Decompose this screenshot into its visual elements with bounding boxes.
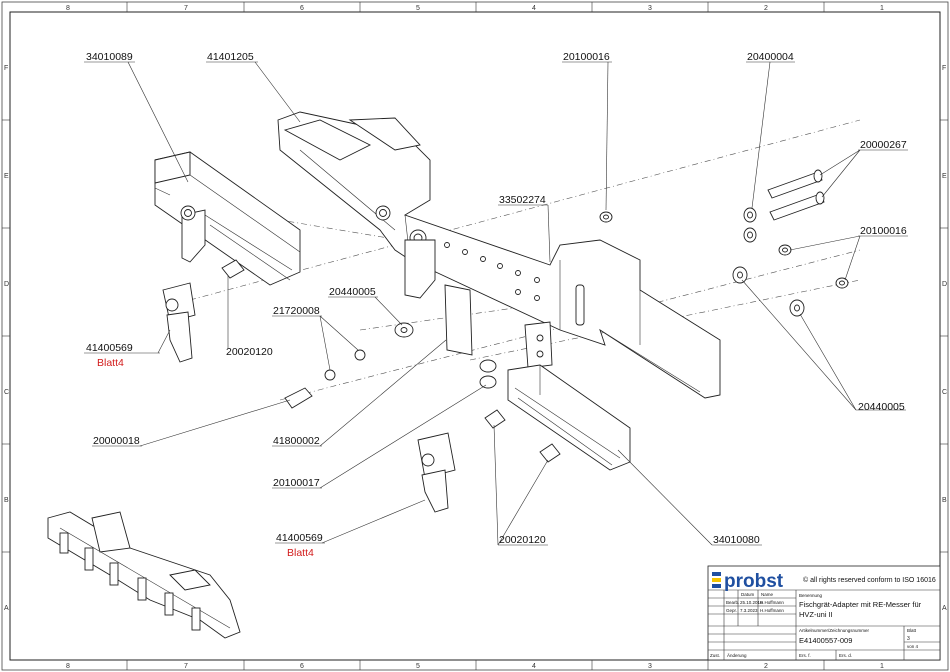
grid-row-label: A xyxy=(942,605,947,612)
row-bearb: Bearb. xyxy=(726,600,739,605)
copyright-notice: © all rights reserved conform to ISO 160… xyxy=(803,576,936,584)
gepr-name: H.Hoffmann xyxy=(760,608,784,613)
aenderung-label: Änderung xyxy=(727,652,747,658)
grid-col-label: 6 xyxy=(300,663,304,670)
parts-centre xyxy=(221,259,561,463)
main-bar-41401205 xyxy=(277,111,721,399)
grid-row-label: A xyxy=(4,605,9,612)
callout-sheet-ref: Blatt4 xyxy=(287,547,314,559)
probst-logo: probst xyxy=(724,571,784,592)
grid-col-label: 5 xyxy=(416,663,420,670)
row-gepr: Gepr. xyxy=(726,608,737,613)
ers-f-label: Ers. f. xyxy=(799,653,811,658)
grid-row-label: E xyxy=(942,173,947,180)
rail-34010080 xyxy=(507,364,631,471)
probst-logo-mark-blue xyxy=(712,572,721,576)
callout-41400569: 41400569 xyxy=(86,342,133,354)
grid-col-label: 7 xyxy=(184,663,188,670)
grid-col-label: 8 xyxy=(66,663,70,670)
ers-d-label: Ers. d. xyxy=(839,653,852,658)
grid-row-label: E xyxy=(4,173,9,180)
header-datum: Datum xyxy=(741,592,755,597)
assembly-thumbnail xyxy=(47,511,241,639)
zust-label: Zust. xyxy=(710,653,720,658)
bearb-date: 25.10.2016 xyxy=(740,600,763,605)
bearb-name: H.Hoffmann xyxy=(760,600,784,605)
grid-col-label: 2 xyxy=(764,5,768,12)
grid-col-label: 7 xyxy=(184,5,188,12)
drawing-title-line2: HVZ-uni II xyxy=(799,610,833,619)
callout-21720008: 21720008 xyxy=(273,305,320,317)
grid-row-label: B xyxy=(4,497,9,504)
probst-logo-mark-blue xyxy=(712,584,721,588)
grid-col-label: 1 xyxy=(880,663,884,670)
rail-34010089 xyxy=(154,151,301,286)
callout-20000267: 20000267 xyxy=(860,139,907,151)
callout-34010089: 34010089 xyxy=(86,51,133,63)
blatt-label: Blatt xyxy=(907,628,917,633)
grid-col-label: 4 xyxy=(532,5,536,12)
callout-20440005: 20440005 xyxy=(858,401,905,413)
callout-41800002: 41800002 xyxy=(273,435,320,447)
callout-20100016: 20100016 xyxy=(563,51,610,63)
sheet-total: von 4 xyxy=(907,644,919,649)
grid-rows: F E D C B A F E D C B A xyxy=(2,65,948,612)
callout-20100017: 20100017 xyxy=(273,477,320,489)
grid-col-label: 3 xyxy=(648,663,652,670)
callout-34010080: 34010080 xyxy=(713,534,760,546)
grid-col-label: 6 xyxy=(300,5,304,12)
benennung-label: Benennung xyxy=(799,593,823,598)
title-block: probst © all rights reserved conform to … xyxy=(707,565,941,661)
grid-columns-bottom: 8 7 6 5 4 3 2 1 xyxy=(66,660,884,670)
grid-row-label: F xyxy=(942,65,946,72)
grid-row-label: C xyxy=(4,389,9,396)
callouts: 34010089 41401205 20100016 20400004 2000… xyxy=(86,51,907,559)
drawing-title: Fischgrät-Adapter mit RE-Messer für xyxy=(799,600,922,609)
callout-20020120: 20020120 xyxy=(499,534,546,546)
gepr-date: 7.3.2023 xyxy=(740,608,758,613)
grid-col-label: 3 xyxy=(648,5,652,12)
grid-row-label: F xyxy=(4,65,8,72)
callout-20100016: 20100016 xyxy=(860,225,907,237)
grid-col-label: 2 xyxy=(764,663,768,670)
grid-col-label: 4 xyxy=(532,663,536,670)
probst-logo-mark-yellow xyxy=(712,578,721,582)
callout-41400569: 41400569 xyxy=(276,532,323,544)
grid-col-label: 1 xyxy=(880,5,884,12)
blade-holder-bottom xyxy=(417,432,456,513)
grid-row-label: C xyxy=(942,389,947,396)
callout-20000018: 20000018 xyxy=(93,435,140,447)
drawing-number: E41400557-009 xyxy=(799,636,852,645)
grid-col-label: 8 xyxy=(66,5,70,12)
callout-41401205: 41401205 xyxy=(207,51,254,63)
blade-holder-left xyxy=(162,282,196,363)
callout-20400004: 20400004 xyxy=(747,51,794,63)
callout-20020120: 20020120 xyxy=(226,346,273,358)
grid-col-label: 5 xyxy=(416,5,420,12)
grid-row-label: D xyxy=(4,281,9,288)
sheet-number: 3 xyxy=(907,636,910,642)
grid-row-label: D xyxy=(942,281,947,288)
callout-sheet-ref: Blatt4 xyxy=(97,357,124,369)
hardware-right xyxy=(599,169,849,317)
grid-columns-top: 8 7 6 5 4 3 2 1 xyxy=(66,2,884,12)
header-name: Name xyxy=(761,592,774,597)
artnr-label: Artikelnummer/Zeichnungsnummer xyxy=(799,628,870,633)
callout-20440005: 20440005 xyxy=(329,286,376,298)
grid-row-label: B xyxy=(942,497,947,504)
callout-33502274: 33502274 xyxy=(499,194,546,206)
leader-lines xyxy=(84,61,908,546)
